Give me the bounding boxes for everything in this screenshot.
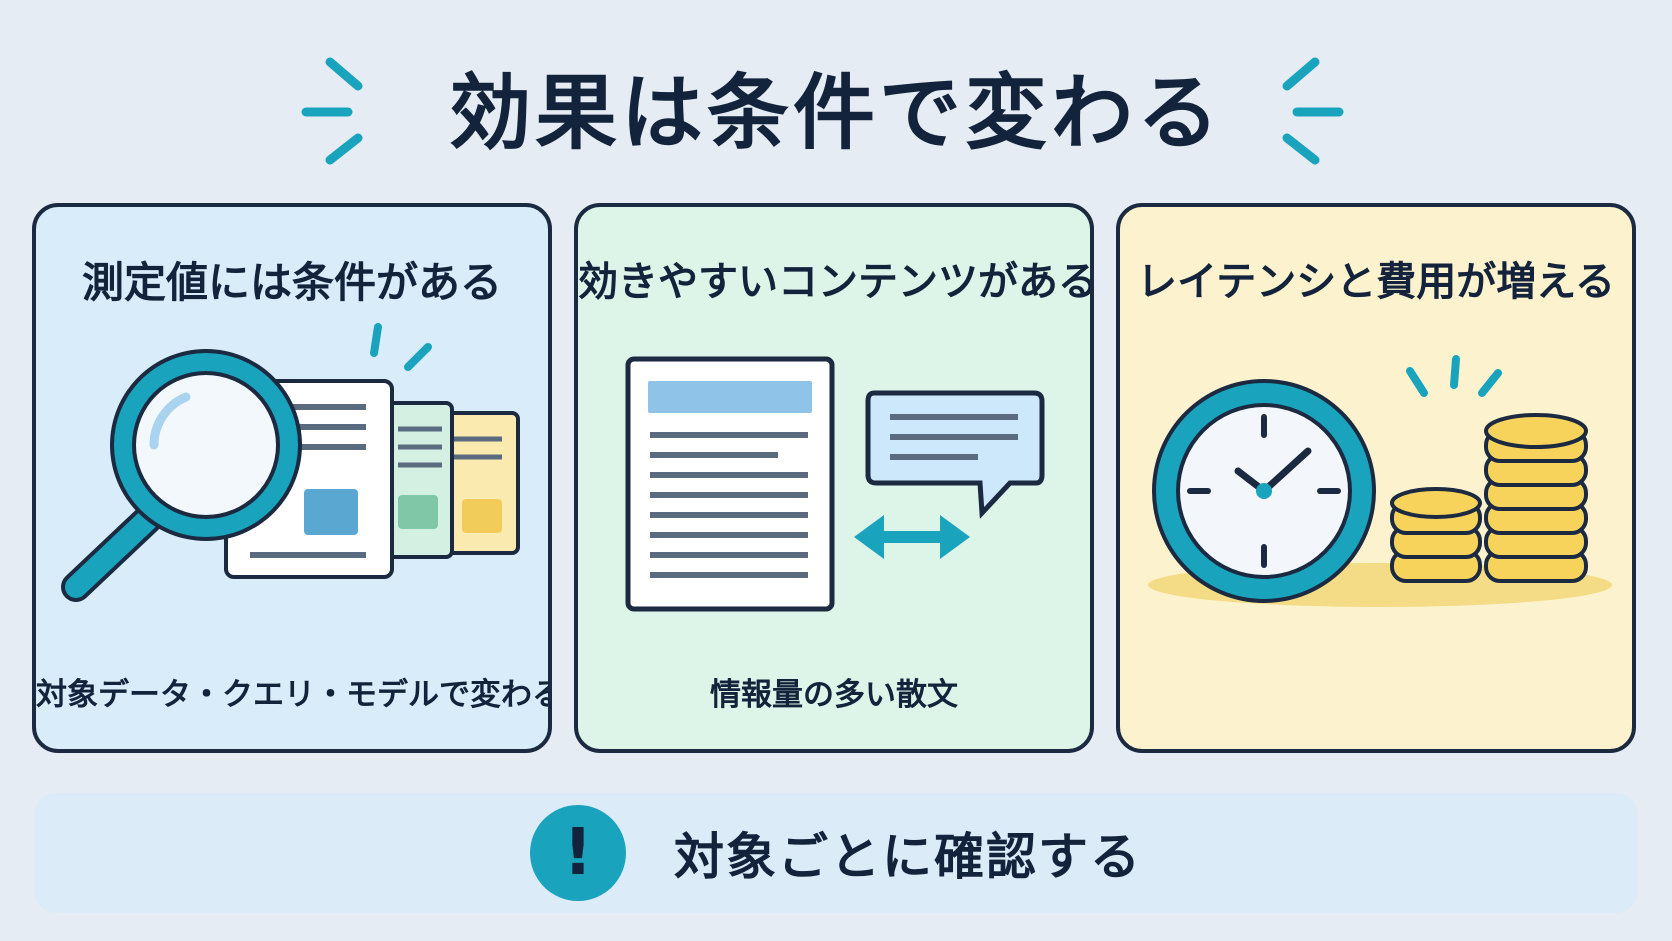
card-measurement-conditions: 測定値には条件がある: [32, 203, 552, 753]
card-caption: 対象データ・クエリ・モデルで変わる: [36, 677, 552, 713]
document-chat-icon: [578, 207, 1090, 661]
exclamation-icon: !: [530, 805, 626, 901]
card-title: 効きやすいコンテンツがある: [578, 259, 1094, 305]
card-title: 測定値には条件がある: [81, 258, 502, 307]
exclamation-symbol: !: [563, 816, 593, 890]
card-latency-cost: レイテンシと費用が増える: [1116, 203, 1636, 753]
page-title: 効果は条件で変わる: [448, 65, 1223, 161]
card-caption: 情報量の多い散文: [710, 677, 958, 713]
right-burst-icon: [1275, 48, 1345, 172]
card-effective-content: 効きやすいコンテンツがある 情報量の多い散文: [574, 203, 1094, 753]
card-title: レイテンシと費用が増える: [1137, 259, 1615, 305]
left-burst-icon: [300, 48, 370, 172]
clock-coins-icon: [1120, 207, 1632, 661]
title-area: 効果は条件で変わる: [0, 40, 1672, 170]
callout-text: 対象ごとに確認する: [674, 828, 1142, 886]
bottom-callout: ! 対象ごとに確認する: [34, 793, 1638, 913]
magnifier-documents-icon: [36, 207, 548, 661]
